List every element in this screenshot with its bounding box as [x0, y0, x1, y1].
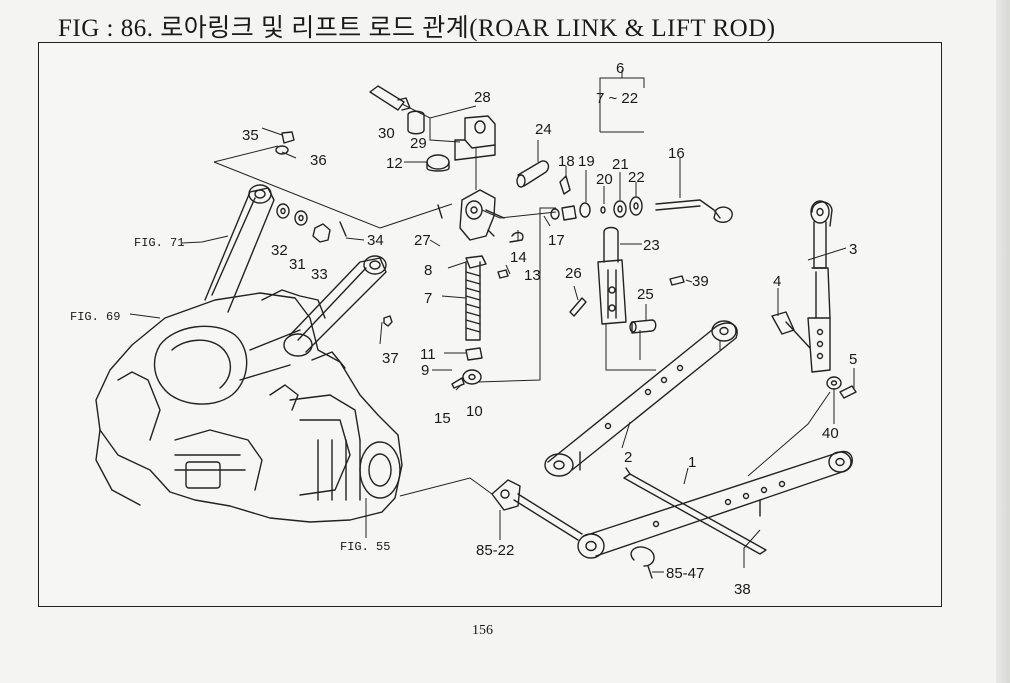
callout-31: 31 [289, 256, 306, 273]
callout-34: 34 [367, 232, 384, 249]
group-label-6: 6 [616, 60, 624, 77]
callout-13: 13 [524, 267, 541, 284]
callout-12: 12 [386, 155, 403, 172]
left-lift-arm [204, 184, 275, 313]
callout-2: 2 [624, 449, 632, 466]
stabilizer-bar-38 [623, 467, 767, 555]
callout-40: 40 [822, 425, 839, 442]
callout-1: 1 [688, 454, 696, 471]
group-label-range: 7 ~ 22 [596, 90, 638, 107]
callout-36: 36 [310, 152, 327, 169]
pin-30-29 [369, 85, 425, 135]
callout-15: 15 [434, 410, 451, 427]
cap-12 [426, 154, 450, 172]
callout-85-47: 85-47 [666, 565, 704, 582]
clips-13-14 [497, 231, 524, 279]
callout-85-22: 85-22 [476, 542, 514, 559]
fork-23 [597, 226, 627, 325]
pin-25 [629, 319, 657, 334]
shaft-parts-17-22 [550, 175, 643, 221]
scan-edge [996, 0, 1010, 683]
nut-8 [465, 255, 487, 269]
pin-5-washer-40 [826, 376, 857, 399]
callout-32: 32 [271, 242, 288, 259]
lower-link-1 [577, 450, 853, 559]
callout-38: 38 [734, 581, 751, 598]
figure-ref-55: FIG. 55 [340, 540, 390, 554]
callout-30: 30 [378, 125, 395, 142]
page-number: 156 [472, 623, 493, 638]
sleeve-24 [516, 160, 550, 188]
callout-7: 7 [424, 290, 432, 307]
pivot-shaft-85-22 [491, 479, 583, 541]
transmission-housing [95, 289, 403, 523]
callout-20: 20 [596, 171, 613, 188]
page-title: FIG : 86. 로아링크 및 리프트 로드 관계(ROAR LINK & L… [58, 15, 776, 42]
callout-18: 18 [558, 153, 575, 170]
callout-35: 35 [242, 127, 259, 144]
callout-9: 9 [421, 362, 429, 379]
callout-8: 8 [424, 262, 432, 279]
adjuster-screw-7 [465, 261, 481, 341]
lower-link-2 [544, 320, 738, 477]
callout-25: 25 [637, 286, 654, 303]
bracket-28 [454, 115, 496, 161]
pin-39 [669, 275, 685, 286]
figure-ref-69: FIG. 69 [70, 310, 120, 324]
yoke-assembly [437, 189, 505, 241]
lift-rod-3 [807, 200, 833, 373]
pin-4 [771, 311, 811, 349]
callout-16: 16 [668, 145, 685, 162]
callout-21: 21 [612, 156, 629, 173]
right-lift-arm [283, 255, 387, 357]
callout-10: 10 [466, 403, 483, 420]
callout-14: 14 [510, 249, 527, 266]
callout-11: 11 [420, 346, 436, 363]
callout-39: 39 [692, 273, 709, 290]
figure-ref-71: FIG. 71 [134, 236, 184, 250]
callout-26: 26 [565, 265, 582, 282]
callout-19: 19 [578, 153, 595, 170]
lever-16 [655, 199, 733, 223]
callout-4: 4 [773, 273, 781, 290]
callout-37: 37 [382, 350, 399, 367]
callout-22: 22 [628, 169, 645, 186]
ring-clip-85-47 [630, 546, 655, 579]
callout-29: 29 [410, 135, 427, 152]
callout-27: 27 [414, 232, 431, 249]
callout-5: 5 [849, 351, 857, 368]
callout-3: 3 [849, 241, 857, 258]
washer-set [275, 131, 393, 327]
callout-17: 17 [548, 232, 565, 249]
callout-23: 23 [643, 237, 660, 254]
clip-26 [569, 297, 587, 317]
callout-33: 33 [311, 266, 328, 283]
callout-24: 24 [535, 121, 552, 138]
nut-11-collar-9 [451, 347, 483, 389]
callout-28: 28 [474, 89, 491, 106]
